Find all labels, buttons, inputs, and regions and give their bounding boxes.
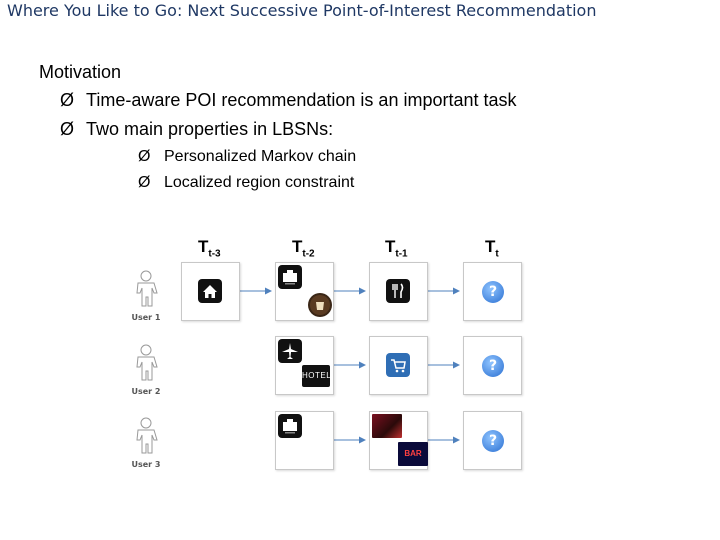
col-header-t2: Tt-2 bbox=[292, 237, 315, 260]
bar-photo-icon bbox=[372, 414, 402, 438]
person-icon bbox=[136, 417, 158, 454]
person-icon bbox=[136, 270, 158, 307]
bullet-2-text: Two main properties in LBSNs: bbox=[86, 119, 334, 139]
coffee-icon bbox=[308, 293, 332, 317]
user-2: User 2 bbox=[124, 344, 168, 396]
restaurant-icon bbox=[386, 279, 410, 303]
shopping-cart-icon bbox=[386, 353, 410, 377]
bullet-1-text: Time-aware POI recommendation is an impo… bbox=[86, 90, 517, 110]
sub-bullet-1-text: Personalized Markov chain bbox=[164, 148, 357, 165]
cell-u2-t: ? bbox=[463, 336, 522, 395]
col-header-t1: Tt-1 bbox=[385, 237, 408, 260]
cell-u1-t1 bbox=[369, 262, 428, 321]
arrow-bullet-icon: Ø bbox=[60, 90, 75, 110]
home-icon bbox=[198, 279, 222, 303]
cell-u3-t: ? bbox=[463, 411, 522, 470]
motivation-heading: Motivation bbox=[39, 62, 122, 82]
cell-u3-t1: BAR bbox=[369, 411, 428, 470]
person-icon bbox=[136, 344, 158, 381]
col-header-t: Tt bbox=[485, 237, 499, 260]
sub-bullet-2: Ø Localized region constraint bbox=[138, 174, 354, 192]
slide-title: Where You Like to Go: Next Successive Po… bbox=[7, 1, 597, 20]
cell-u3-t2 bbox=[275, 411, 334, 470]
sub-bullet-2-text: Localized region constraint bbox=[164, 174, 355, 191]
airplane-icon bbox=[278, 339, 302, 363]
hotel-icon: HOTEL bbox=[302, 365, 331, 387]
question-icon: ? bbox=[482, 281, 504, 303]
user-1-label: User 1 bbox=[131, 313, 161, 322]
cell-u2-t2: HOTEL bbox=[275, 336, 334, 395]
question-icon: ? bbox=[482, 355, 504, 377]
cell-u1-t3 bbox=[181, 262, 240, 321]
user-3: User 3 bbox=[124, 417, 168, 469]
arrow-bullet-icon: Ø bbox=[138, 148, 151, 165]
office-icon bbox=[278, 265, 302, 289]
arrow-bullet-icon: Ø bbox=[138, 174, 151, 191]
bar-icon: BAR bbox=[398, 442, 428, 466]
user-2-label: User 2 bbox=[131, 387, 161, 396]
question-icon: ? bbox=[482, 430, 504, 452]
cell-u2-t1 bbox=[369, 336, 428, 395]
bullet-2: Ø Two main properties in LBSNs: bbox=[60, 119, 333, 140]
col-header-t3: Tt-3 bbox=[198, 237, 221, 260]
user-1: User 1 bbox=[124, 270, 168, 322]
arrow-bullet-icon: Ø bbox=[60, 119, 75, 139]
cell-u1-t: ? bbox=[463, 262, 522, 321]
user-3-label: User 3 bbox=[131, 460, 161, 469]
office-icon bbox=[278, 414, 302, 438]
bullet-1: Ø Time-aware POI recommendation is an imp… bbox=[60, 90, 517, 111]
cell-u1-t2 bbox=[275, 262, 334, 321]
sub-bullet-1: Ø Personalized Markov chain bbox=[138, 148, 356, 166]
